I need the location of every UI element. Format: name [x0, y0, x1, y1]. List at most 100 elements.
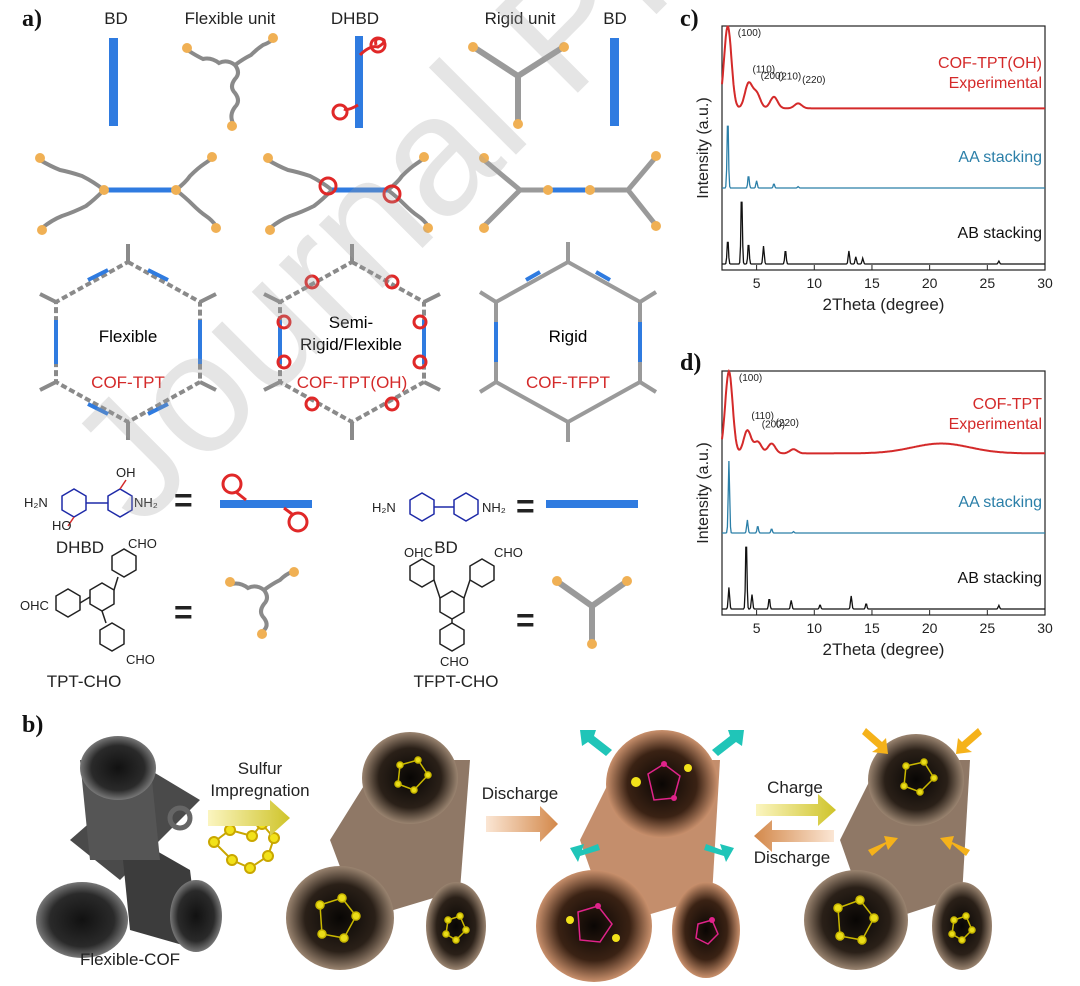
- series-name-label: COF-TPT: [973, 396, 1043, 413]
- flexible-unit-symbol-icon: [225, 567, 299, 639]
- arrow-discharge-back-icon: [754, 820, 834, 852]
- tpt-cho-name: TPT-CHO: [46, 672, 122, 691]
- series-name-label: AA stacking: [958, 494, 1042, 511]
- cof-discharged-expanded-icon: [536, 730, 740, 982]
- series-name-label: COF-TPT(OH): [938, 55, 1042, 72]
- header-flexible-unit: Flexible unit: [184, 9, 276, 28]
- x-tick-label: 10: [806, 275, 822, 291]
- equals-tfpt: =: [516, 602, 535, 638]
- bd-name: BD: [434, 538, 458, 557]
- panel-c-label: c): [680, 6, 699, 32]
- sulfur-impregnation-label: Sulfur Impregnation: [210, 759, 310, 800]
- series-name-label: Experimental: [949, 416, 1042, 433]
- reflection-label: (200): [761, 71, 784, 82]
- equals-bd: =: [516, 488, 535, 524]
- equals-tpt: =: [174, 594, 193, 630]
- flexible-cof-label: Flexible-COF: [79, 950, 181, 969]
- x-tick-label: 30: [1037, 275, 1053, 291]
- panel-b-schematic: [36, 728, 992, 982]
- dhbd-symbol-icon: [220, 473, 312, 533]
- flexible-unit-icon: [182, 33, 278, 131]
- dhbd-structure: [61, 479, 133, 527]
- series-name-label: AA stacking: [958, 149, 1042, 166]
- x-tick-label: 15: [864, 275, 880, 291]
- ring-flexible-label: Flexible: [98, 327, 158, 346]
- ring-rigid-cof: COF-TFPT: [525, 373, 611, 392]
- series-line-1: [722, 460, 1045, 534]
- reflection-label: (110): [751, 411, 774, 422]
- bd-linker-icon: [109, 38, 118, 126]
- rigid-ring-icon: [478, 242, 658, 442]
- reflection-label: (100): [739, 373, 762, 384]
- bd-linker-icon-right: [610, 38, 619, 126]
- tpt-cho-structure: [55, 548, 137, 652]
- x-tick-label: 5: [753, 620, 761, 636]
- x-axis-label: 2Theta (degree): [823, 295, 945, 314]
- x-tick-label: 25: [980, 275, 996, 291]
- arrow-sulfur-impregnation-icon: [208, 800, 290, 836]
- x-tick-label: 10: [806, 620, 822, 636]
- panel-a-label: a): [22, 6, 42, 32]
- ring-semirigid-cof: COF-TPT(OH): [296, 373, 408, 392]
- tpt-ohc-left: OHC: [20, 598, 49, 613]
- rigid-unit-icon: [468, 42, 569, 129]
- x-tick-label: 20: [922, 275, 938, 291]
- panel-d-label: d): [680, 350, 702, 376]
- tpt-cho-bottom: CHO: [126, 652, 155, 667]
- discharge-label: Discharge: [481, 784, 559, 803]
- x-axis-label: 2Theta (degree): [823, 640, 945, 659]
- reflection-label: (110): [753, 64, 776, 75]
- tfpt-cho-bottom: CHO: [440, 654, 469, 669]
- ring-semirigid-label: Semi- Rigid/Flexible: [299, 313, 403, 354]
- header-rigid-unit: Rigid unit: [484, 9, 556, 28]
- rigid-dimer-icon: [479, 151, 661, 233]
- panel-b-label: b): [22, 712, 44, 738]
- arrow-charge-icon: [756, 794, 836, 826]
- header-bd-left: BD: [104, 9, 128, 28]
- plot-frame: [721, 370, 1046, 616]
- cof-charged-contracted-icon: [804, 734, 992, 970]
- plot-frame: [721, 25, 1046, 271]
- dhbd-name: DHBD: [55, 538, 105, 557]
- dhbd-h2n: H₂N: [24, 495, 48, 510]
- series-line-0: [721, 368, 1045, 455]
- dhbd-oh: OH: [116, 465, 136, 480]
- flexible-dimer-icon: [35, 152, 221, 235]
- series-name-label: AB stacking: [958, 225, 1042, 242]
- x-tick-label: 25: [980, 620, 996, 636]
- series-line-2: [722, 201, 1045, 265]
- semirigid-dimer-icon: [263, 152, 433, 235]
- flexible-ring-icon: [39, 244, 217, 440]
- series-line-2: [722, 546, 1045, 610]
- reflection-label: (220): [776, 418, 799, 429]
- dhbd-nh2: NH₂: [134, 495, 158, 510]
- dhbd-linker-icon: [331, 36, 387, 128]
- ring-flexible-cof: COF-TPT: [91, 373, 165, 392]
- series-line-1: [722, 125, 1045, 189]
- contraction-arrows-icon: [862, 728, 982, 856]
- reflection-label: (210): [778, 72, 801, 83]
- equals-dhbd: =: [174, 482, 193, 518]
- header-bd-right: BD: [603, 9, 627, 28]
- x-tick-label: 20: [922, 620, 938, 636]
- expansion-arrows-icon: [570, 730, 744, 862]
- x-tick-label: 5: [753, 275, 761, 291]
- tpt-cho-top: CHO: [128, 536, 157, 551]
- header-dhbd: DHBD: [330, 9, 380, 28]
- reflection-label: (100): [738, 28, 761, 39]
- panel-a-schematic: [35, 33, 661, 652]
- series-line-0: [721, 25, 1045, 110]
- y-axis-label: Intensity (a.u.): [695, 442, 712, 543]
- y-axis-label: Intensity (a.u.): [695, 97, 712, 198]
- arrow-discharge-icon: [486, 806, 558, 842]
- series-name-label: Experimental: [949, 75, 1042, 92]
- bd-symbol-icon: [546, 500, 638, 508]
- x-tick-label: 30: [1037, 620, 1053, 636]
- tfpt-cho-structure: [409, 558, 495, 652]
- tfpt-ohc-left: OHC: [404, 545, 433, 560]
- bd-nh2: NH₂: [482, 500, 506, 515]
- discharge-back-label: Discharge: [753, 848, 831, 867]
- rigid-unit-symbol-icon: [552, 576, 632, 649]
